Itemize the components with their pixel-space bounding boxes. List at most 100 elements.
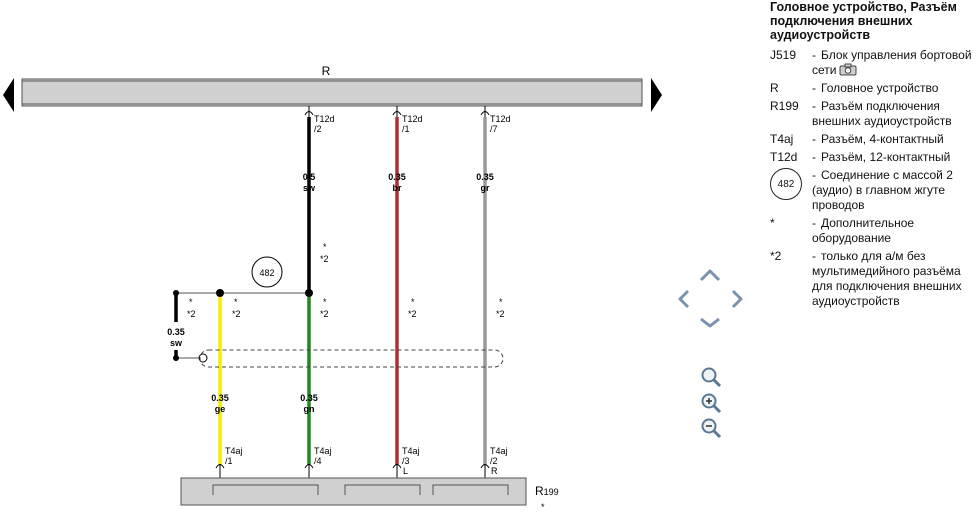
footnote-star: * bbox=[411, 297, 415, 307]
footnote-marker: *2 bbox=[187, 309, 196, 319]
wire-size-label: 0.35 bbox=[388, 172, 406, 182]
pin-label: /3 bbox=[402, 456, 410, 466]
footnote-marker: *2 bbox=[496, 309, 505, 319]
nav-left-icon[interactable] bbox=[678, 289, 690, 309]
legend-desc: Блок управления бортовой сети bbox=[812, 48, 972, 77]
footnote-star: * bbox=[323, 297, 327, 307]
wire-color-label: br bbox=[393, 183, 402, 193]
legend-dash: - bbox=[812, 216, 816, 230]
nav-up-icon[interactable] bbox=[699, 269, 721, 282]
pin-label: /2 bbox=[314, 124, 322, 134]
legend-desc: только для а/м без мультимедийного разъё… bbox=[812, 249, 962, 308]
pin-symbols-bottom bbox=[215, 464, 490, 478]
svg-text:R199: R199 bbox=[535, 484, 559, 498]
legend-desc: Дополнительное оборудование bbox=[812, 216, 915, 245]
ground-connection-circle[interactable] bbox=[251, 256, 283, 288]
legend-code: * bbox=[770, 216, 775, 230]
component-r199-sub: 199 bbox=[544, 487, 559, 497]
legend-dash: - bbox=[812, 168, 816, 182]
legend-entry: *2 -только для а/м без мультимедийного р… bbox=[770, 249, 975, 309]
legend-entry: T12d -Разъём, 12-контактный bbox=[770, 150, 975, 165]
zoom-in-icon[interactable] bbox=[700, 392, 722, 414]
audio-connector-component[interactable] bbox=[180, 477, 527, 506]
zoom-fit-icon[interactable] bbox=[700, 366, 722, 388]
junction-dots bbox=[173, 289, 313, 361]
arrow-left-icon[interactable] bbox=[3, 78, 14, 112]
component-r-label: R bbox=[322, 64, 331, 78]
legend-dash: - bbox=[812, 48, 816, 62]
legend-entry: T4aj -Разъём, 4-контактный bbox=[770, 132, 975, 147]
wire-color-label: gn bbox=[304, 404, 315, 414]
footnote-star: * bbox=[541, 502, 545, 512]
footnote-star: * bbox=[323, 242, 327, 252]
wire-size-label: 0.35 bbox=[167, 327, 185, 337]
legend-panel: Головное устройство, Разъём подключения … bbox=[770, 0, 975, 312]
legend-desc: Головное устройство bbox=[821, 81, 939, 95]
pin-label: /7 bbox=[490, 124, 498, 134]
arrow-right-icon[interactable] bbox=[651, 78, 662, 112]
zoom-out-icon[interactable] bbox=[700, 417, 722, 439]
legend-entry: 482 -Соединение с массой 2 (аудио) в гла… bbox=[770, 168, 975, 213]
pin-label: /1 bbox=[225, 456, 233, 466]
legend-title: Головное устройство, Разъём подключения … bbox=[770, 0, 957, 42]
footnote-marker: *2 bbox=[320, 254, 329, 264]
pin-letter: R bbox=[491, 466, 498, 476]
wire-size-label: 0.35 bbox=[300, 393, 318, 403]
footnote-marker: *2 bbox=[320, 309, 329, 319]
nav-pad bbox=[676, 266, 746, 328]
legend-code: R bbox=[770, 81, 779, 95]
pin-label: T12d bbox=[490, 114, 511, 124]
legend-desc: Разъём, 4-контактный bbox=[821, 132, 944, 146]
pin-label: T4aj bbox=[314, 446, 332, 456]
legend-dash: - bbox=[812, 150, 816, 164]
legend-circle-code: 482 bbox=[770, 168, 802, 200]
legend-entry: * -Дополнительное оборудование bbox=[770, 216, 975, 246]
wire-color-label: ge bbox=[215, 404, 226, 414]
wire-size-label: 0.35 bbox=[211, 393, 229, 403]
wire-size-label: 0.35 bbox=[476, 172, 494, 182]
pin-symbols-top bbox=[304, 106, 490, 117]
legend-dash: - bbox=[812, 99, 816, 113]
pin-letter: L bbox=[403, 466, 408, 476]
footnote-star: * bbox=[499, 297, 503, 307]
footnote-star: * bbox=[189, 297, 193, 307]
legend-code: R199 bbox=[770, 99, 799, 113]
legend-code: *2 bbox=[770, 249, 782, 263]
head-unit-component[interactable] bbox=[21, 78, 643, 107]
legend-entry: R -Головное устройство bbox=[770, 81, 975, 96]
nav-right-icon[interactable] bbox=[731, 289, 743, 309]
wire-size-label: 0.5 bbox=[303, 172, 316, 182]
wire-color-label: gr bbox=[481, 183, 490, 193]
component-r199-label: R bbox=[535, 484, 544, 498]
nav-down-icon[interactable] bbox=[700, 317, 720, 328]
legend-desc: Разъём подключения внешних аудиоустройст… bbox=[812, 99, 952, 128]
wire-color-label: sw bbox=[303, 183, 316, 193]
ground-connection-label: 482 bbox=[259, 268, 274, 278]
footnote-marker: *2 bbox=[232, 309, 241, 319]
footnote-marker: *2 bbox=[408, 309, 417, 319]
pin-label: /2 bbox=[490, 456, 498, 466]
pin-label: /4 bbox=[314, 456, 322, 466]
pin-label: T4aj bbox=[490, 446, 508, 456]
footnote-star: * bbox=[234, 297, 238, 307]
legend-dash: - bbox=[812, 132, 816, 146]
legend-dash: - bbox=[812, 249, 816, 263]
legend-desc: Соединение с массой 2 (аудио) в главном … bbox=[812, 168, 953, 212]
pin-label: T4aj bbox=[402, 446, 420, 456]
pin-label: /1 bbox=[402, 124, 410, 134]
pin-label: T4aj bbox=[225, 446, 243, 456]
legend-dash: - bbox=[812, 81, 816, 95]
shield-end bbox=[198, 353, 208, 363]
legend-code: T12d bbox=[770, 150, 798, 164]
legend-code: T4aj bbox=[770, 132, 794, 146]
pin-label: T12d bbox=[402, 114, 423, 124]
legend-entry: R199 -Разъём подключения внешних аудиоус… bbox=[770, 99, 975, 129]
legend-code: J519 bbox=[770, 48, 797, 62]
shielding-loop bbox=[199, 349, 504, 368]
wiring-diagram: R T12d /2 T12d /1 T12d /7 482 0.5 sw 0.3… bbox=[3, 64, 662, 512]
camera-icon[interactable] bbox=[839, 63, 857, 76]
legend-desc: Разъём, 12-контактный bbox=[821, 150, 951, 164]
wire-color-label: sw bbox=[170, 338, 183, 348]
legend-entry: J519 -Блок управления бортовой сети bbox=[770, 48, 975, 78]
pin-label: T12d bbox=[314, 114, 335, 124]
